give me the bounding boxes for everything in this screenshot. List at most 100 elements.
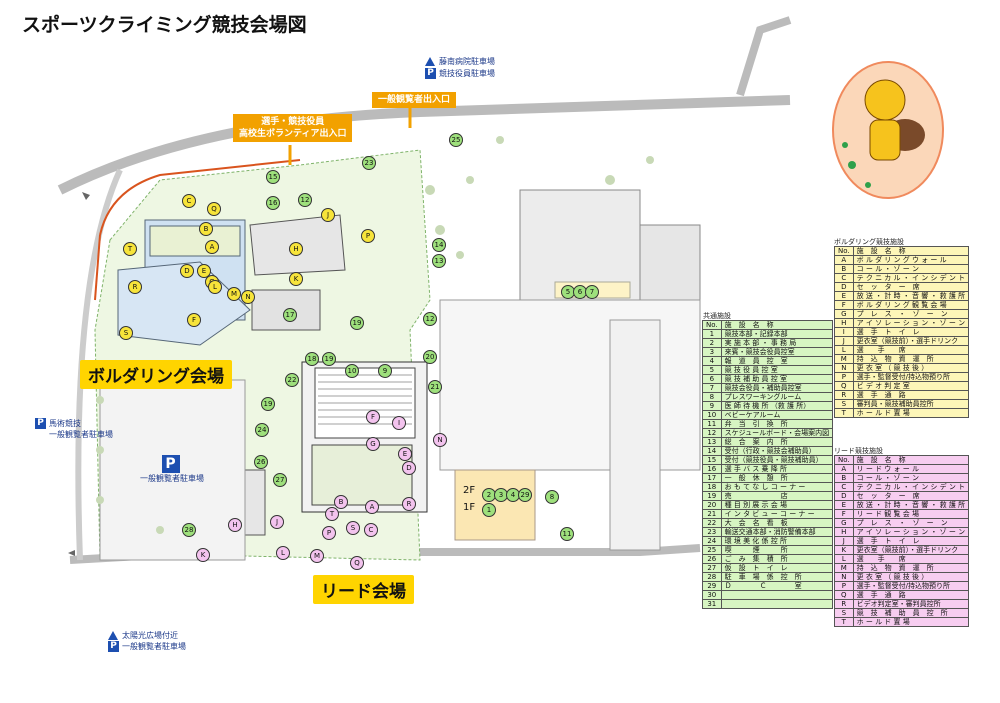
legend-facility-name: 医 師 待 機 所 （救 護 所） — [720, 401, 834, 411]
bouldering-legend-title: ボルダリング競技施設 — [834, 238, 904, 246]
legend-code: T — [834, 408, 854, 418]
legend-code: 18 — [702, 482, 722, 492]
legend-facility-name: 売 店 — [720, 491, 834, 501]
legend-facility-name: 持 込 物 資 運 所 — [852, 354, 970, 364]
marker-17: 17 — [283, 308, 297, 322]
legend-code: Q — [834, 590, 854, 600]
parking-icon: P — [35, 418, 46, 429]
legend-code: N — [834, 572, 854, 582]
legend-code: R — [834, 599, 854, 609]
legend-facility-name: 選手・監督受付/持込物預り所 — [852, 372, 970, 382]
marker-13: 13 — [432, 254, 446, 268]
legend-code: 28 — [702, 572, 722, 582]
legend-code: E — [834, 291, 854, 301]
legend-code: 13 — [702, 437, 722, 447]
legend-row: 31 — [702, 599, 834, 609]
marker-29: 29 — [518, 488, 532, 502]
marker-L: L — [276, 546, 290, 560]
legend-facility-name: 環 境 美 化 係 控 所 — [720, 536, 834, 546]
triangle-icon — [425, 57, 435, 66]
marker-19: 19 — [261, 397, 275, 411]
marker-J: J — [321, 208, 335, 222]
legend-code: 31 — [702, 599, 722, 609]
legend-facility-name: 選手・監督受付/持込物預り所 — [852, 581, 970, 591]
parking-icon: P — [161, 455, 180, 473]
marker-J: J — [270, 515, 284, 529]
marker-F: F — [366, 410, 380, 424]
common-legend-title: 共通施設 — [703, 312, 731, 320]
legend-code: H — [834, 527, 854, 537]
marker-T: T — [325, 507, 339, 521]
legend-facility-name: ボ ル ダ リ ン グ ウ ォ ー ル — [852, 255, 970, 265]
marker-S: S — [119, 326, 133, 340]
lead-wall-area — [311, 444, 413, 506]
legend-facility-name: 一 般 休 憩 所 — [720, 473, 834, 483]
marker-E: E — [197, 264, 211, 278]
legend-code: 24 — [702, 536, 722, 546]
legend-facility-name: 受付（行政・競技会補助員） — [720, 446, 834, 456]
marker-8: 8 — [545, 490, 559, 504]
legend-code: 27 — [702, 563, 722, 573]
legend-facility-name: リ ー ド 観 覧 会 場 — [852, 509, 970, 519]
legend-facility-name: 喫 煙 所 — [720, 545, 834, 555]
legend-facility-name: 種 目 別 展 示 会 場 — [720, 500, 834, 510]
legend-facility-name: プ レ ス ・ ゾ ー ン — [852, 309, 970, 319]
legend-facility-name: 更 衣 室 （ 競 技 後 ） — [852, 572, 970, 582]
legend-code: 16 — [702, 464, 722, 474]
legend-facility-name: 選 手 通 路 — [852, 390, 970, 400]
legend-code: 29 — [702, 581, 722, 591]
marker-1: 1 — [482, 503, 496, 517]
marker-N: N — [433, 433, 447, 447]
legend-facility-name: コ ー ル ・ ゾ ー ン — [852, 264, 970, 274]
legend-facility-name: 放 送 ・ 計 時 ・ 音 響 ・ 救 護 所 — [852, 500, 970, 510]
marker-R: R — [128, 280, 142, 294]
legend-facility-name: 審判員・競技補助員控所 — [852, 399, 970, 409]
legend-code: L — [834, 554, 854, 564]
hospital-parking-label: 藤南病院駐車場 — [425, 56, 495, 67]
legend-code: A — [834, 464, 854, 474]
legend-facility-name: テ ク ニ カ ル ・ イ ン シ デ ン ト — [852, 482, 970, 492]
legend-facility-name: プ レ ス ・ ゾ ー ン — [852, 518, 970, 528]
triangle-icon — [108, 631, 118, 640]
marker-C: C — [364, 523, 378, 537]
marker-B: B — [199, 222, 213, 236]
legend-facility-name: 仮 設 ト イ レ — [720, 563, 834, 573]
legend-facility-name: ホ ー ル ド 置 場 — [852, 617, 970, 627]
legend-code: H — [834, 318, 854, 328]
marker-E: E — [398, 447, 412, 461]
legend-code: 22 — [702, 518, 722, 528]
bouldering-venue-label: ボルダリング会場 — [80, 360, 232, 389]
legend-code: J — [834, 536, 854, 546]
legend-code: S — [834, 608, 854, 618]
road-west — [75, 168, 123, 561]
marker-K: K — [196, 548, 210, 562]
legend-code: 8 — [702, 392, 722, 402]
legend-code: Q — [834, 381, 854, 391]
marker-5: 5 — [561, 285, 575, 299]
mascot-illustration — [832, 61, 944, 199]
legend-facility-name: 報 道 員 控 室 — [720, 356, 834, 366]
legend-facility-name: セ ッ タ ー 席 — [852, 491, 970, 501]
marker-Q: Q — [350, 556, 364, 570]
legend-code: D — [834, 491, 854, 501]
legend-header-cell: No. — [702, 320, 722, 330]
legend-facility-name: セ ッ タ ー 席 — [852, 282, 970, 292]
